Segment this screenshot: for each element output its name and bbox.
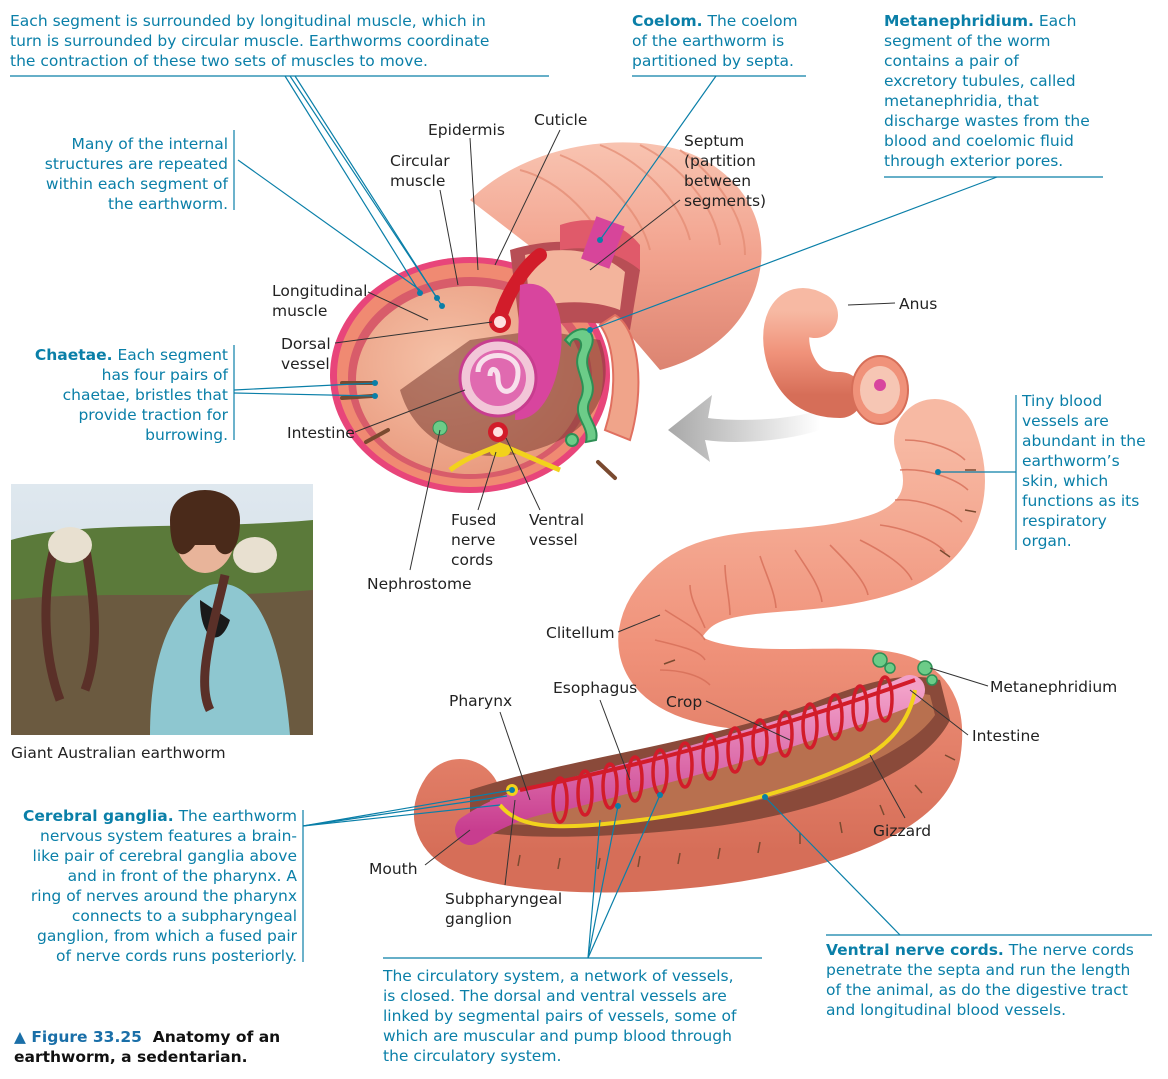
repeated-structures-note: Many of the internal structures are repe… bbox=[44, 135, 228, 213]
label-gizzard: Gizzard bbox=[873, 822, 932, 840]
figure-caption: ▲ Figure 33.25 Anatomy of an earthworm, … bbox=[14, 1028, 281, 1066]
earthworm-body bbox=[414, 288, 985, 893]
cerebral-ganglia-note: Cerebral ganglia. The earthworm nervous … bbox=[23, 807, 297, 965]
label-longitudinal-muscle: Longitudinal muscle bbox=[272, 282, 368, 320]
label-metanephridium: Metanephridium bbox=[990, 678, 1118, 696]
circulatory-note: The circulatory system, a network of ves… bbox=[383, 967, 737, 1065]
label-anus: Anus bbox=[899, 295, 938, 313]
label-crop: Crop bbox=[666, 693, 703, 711]
ventral-nerve-cords-note: Ventral nerve cords. The nerve cords pen… bbox=[826, 941, 1134, 1019]
label-nephrostome: Nephrostome bbox=[367, 575, 472, 593]
label-epidermis: Epidermis bbox=[428, 121, 505, 139]
label-cuticle: Cuticle bbox=[534, 111, 588, 129]
label-ventral-vessel: Ventral vessel bbox=[529, 511, 585, 549]
zoom-direction-arrow bbox=[668, 395, 820, 462]
label-fused-nerve-cords: Fused nerve cords bbox=[451, 511, 497, 569]
coelom-note: Coelom. The coelom of the earthworm is p… bbox=[632, 12, 798, 70]
label-intestine-section: Intestine bbox=[287, 424, 355, 442]
label-esophagus: Esophagus bbox=[553, 679, 638, 697]
label-dorsal-vessel: Dorsal vessel bbox=[281, 335, 331, 373]
metanephridium-note: Metanephridium. Each segment of the worm… bbox=[884, 12, 1090, 170]
label-circular-muscle: Circular muscle bbox=[390, 152, 450, 190]
label-clitellum: Clitellum bbox=[546, 624, 615, 642]
photo-caption: Giant Australian earthworm bbox=[11, 744, 226, 762]
figure-number: ▲ Figure 33.25 bbox=[14, 1028, 142, 1046]
label-lines bbox=[334, 129, 989, 886]
blood-vessels-note: Tiny blood vessels are abundant in the e… bbox=[1022, 392, 1146, 550]
giant-earthworm-photo bbox=[11, 484, 313, 735]
figure-title: Anatomy of an bbox=[152, 1028, 281, 1046]
label-pharynx: Pharynx bbox=[449, 692, 513, 710]
label-septum: Septum (partition between segments) bbox=[684, 132, 767, 210]
chaetae-note: Chaetae. Each segment has four pairs of … bbox=[34, 346, 228, 444]
leader-dots bbox=[372, 237, 941, 809]
label-mouth: Mouth bbox=[369, 860, 418, 878]
segment-cross-section bbox=[330, 142, 762, 493]
muscle-note: Each segment is surrounded by longitudin… bbox=[10, 12, 490, 70]
label-subpharyngeal-ganglion: Subpharyngeal ganglion bbox=[445, 890, 563, 928]
label-intestine: Intestine bbox=[972, 727, 1040, 745]
leader-lines bbox=[10, 75, 1152, 962]
